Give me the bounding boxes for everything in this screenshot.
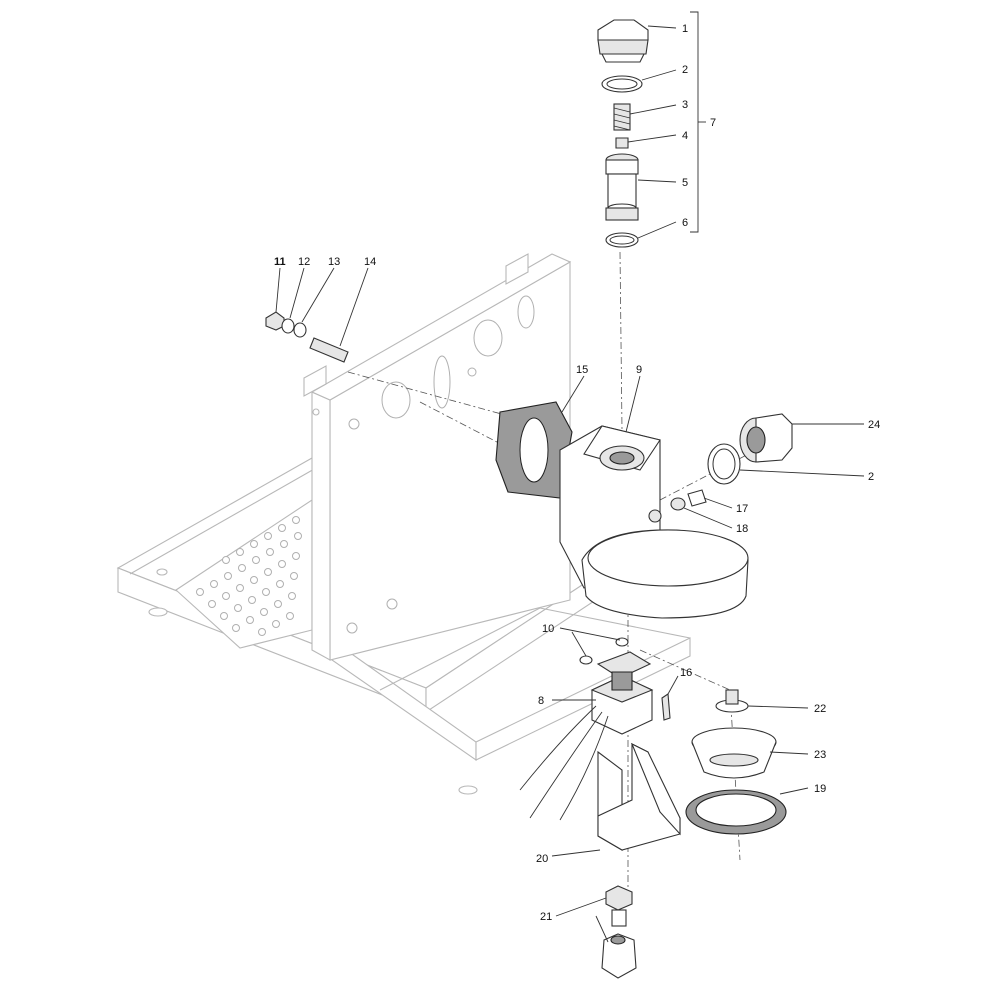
callout-21: 21	[540, 911, 552, 923]
part-19-gasket	[685, 789, 787, 835]
callout-22: 22	[814, 703, 826, 715]
side-fittings	[670, 413, 793, 511]
lower-assembly	[519, 637, 671, 821]
callout-24: 24	[868, 419, 880, 431]
part-5-valve-body	[605, 153, 639, 221]
part-20-cover	[597, 742, 681, 851]
callout-19: 19	[814, 783, 826, 795]
part-16-screw	[661, 693, 671, 721]
part-13-washer	[293, 322, 307, 338]
callout-13: 13	[328, 256, 340, 268]
callout-2: 2	[682, 64, 688, 76]
callout-15: 15	[576, 364, 588, 376]
callout-9: 9	[636, 364, 642, 376]
part-14-stud	[309, 337, 349, 363]
leader-lines	[275, 25, 865, 943]
callout-10: 10	[542, 623, 554, 635]
back-panel-top	[310, 253, 572, 401]
valve-assembly	[597, 19, 649, 248]
callout-1: 1	[682, 23, 688, 35]
wires	[519, 705, 609, 821]
callout-5: 5	[682, 177, 688, 189]
panel-tab-left	[303, 365, 327, 397]
callout-labels: 1 2 3 4 5 6 7 11 12 13 14 15 9 24 2 17 1…	[274, 23, 880, 923]
part-22-screen-screw	[715, 689, 749, 713]
panel-tab-right	[505, 253, 529, 285]
part-17-screw	[687, 489, 707, 507]
part-4-pin	[615, 137, 629, 149]
callout-23: 23	[814, 749, 826, 761]
callout-17: 17	[736, 503, 748, 515]
part-21-nozzle	[601, 885, 637, 979]
drip-grid-holes	[196, 516, 302, 636]
callout-11: 11	[274, 256, 286, 268]
callout-20: 20	[536, 853, 548, 865]
back-panel-edge	[311, 391, 331, 661]
part-18-washer	[670, 497, 686, 511]
callout-3: 3	[682, 99, 688, 111]
part-11-nut	[265, 311, 285, 331]
machine-frame	[116, 253, 691, 795]
part-1-cap	[597, 19, 649, 41]
part-24-fitting	[739, 413, 793, 463]
part-10-ring-b	[579, 655, 593, 665]
part-9-group-head	[559, 425, 749, 619]
fastener-set-11-14	[265, 311, 349, 363]
callout-14: 14	[364, 256, 376, 268]
callout-18: 18	[736, 523, 748, 535]
callout-16: 16	[680, 667, 692, 679]
callout-8: 8	[538, 695, 544, 707]
portafilter-parts	[685, 689, 787, 835]
callout-12: 12	[298, 256, 310, 268]
callout-6: 6	[682, 217, 688, 229]
part-23-shower-screen	[691, 727, 777, 779]
part-7-bracket	[690, 11, 699, 233]
part-12-washer	[281, 318, 295, 334]
part-8-block	[590, 651, 654, 735]
callout-7: 7	[710, 117, 716, 129]
callout-4: 4	[682, 130, 688, 142]
callout-2-b: 2	[868, 471, 874, 483]
part-3-spring	[613, 103, 631, 131]
